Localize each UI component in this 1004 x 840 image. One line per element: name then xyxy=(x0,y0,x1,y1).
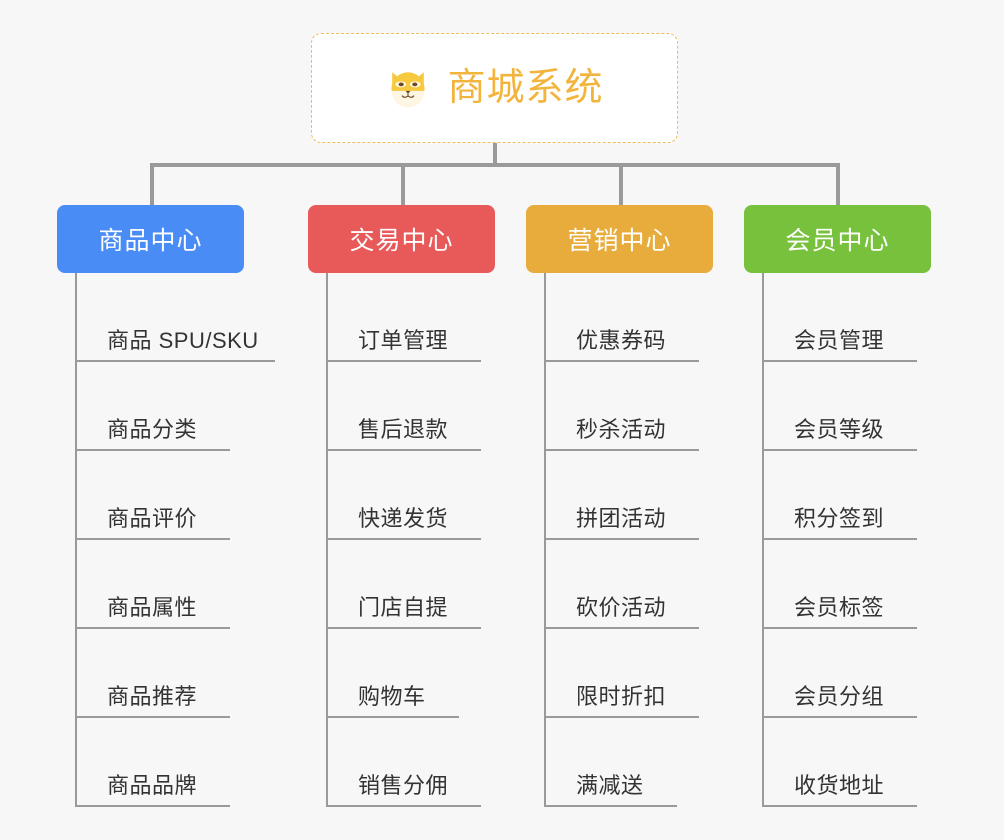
branch-trunk xyxy=(75,273,77,807)
leaf-label: 收货地址 xyxy=(794,772,885,798)
leaf-label: 销售分佣 xyxy=(358,772,449,798)
leaf-label: 拼团活动 xyxy=(576,505,667,531)
category-header-0[interactable]: 商品中心 xyxy=(57,205,244,273)
leaf-label: 满减送 xyxy=(576,772,644,798)
leaf-label: 商品 SPU/SKU xyxy=(107,327,259,353)
leaf-item[interactable]: 会员等级 xyxy=(762,362,917,451)
leaf-item[interactable]: 订单管理 xyxy=(326,273,481,362)
leaf-label: 优惠券码 xyxy=(576,327,667,353)
leaf-item[interactable]: 收货地址 xyxy=(762,718,917,807)
category-header-2[interactable]: 营销中心 xyxy=(526,205,713,273)
category-header-label: 营销中心 xyxy=(567,227,672,255)
leaf-item[interactable]: 商品属性 xyxy=(75,540,230,629)
connector-drop-4 xyxy=(836,163,840,207)
leaf-item[interactable]: 门店自提 xyxy=(326,540,481,629)
leaf-label: 订单管理 xyxy=(358,327,449,353)
leaf-label: 砍价活动 xyxy=(576,594,667,620)
branch-trunk xyxy=(326,273,328,807)
leaf-item[interactable]: 商品分类 xyxy=(75,362,230,451)
leaf-item[interactable]: 商品 SPU/SKU xyxy=(75,273,275,362)
leaf-label: 商品推荐 xyxy=(107,683,198,709)
shiba-dog-face-icon xyxy=(391,72,426,108)
leaf-item[interactable]: 商品评价 xyxy=(75,451,230,540)
category-header-label: 会员中心 xyxy=(785,227,890,255)
branch-trunk xyxy=(762,273,764,807)
leaf-item[interactable]: 商品推荐 xyxy=(75,629,230,718)
root-title: 商城系统 xyxy=(447,67,604,109)
connector-root-stem xyxy=(493,143,497,165)
connector-horizontal-bus xyxy=(150,163,840,167)
leaf-item[interactable]: 售后退款 xyxy=(326,362,481,451)
category-header-1[interactable]: 交易中心 xyxy=(308,205,495,273)
leaf-item[interactable]: 会员标签 xyxy=(762,540,917,629)
category-header-label: 交易中心 xyxy=(349,227,454,255)
category-header-3[interactable]: 会员中心 xyxy=(744,205,931,273)
leaf-item[interactable]: 秒杀活动 xyxy=(544,362,699,451)
leaf-item[interactable]: 快递发货 xyxy=(326,451,481,540)
leaf-label: 售后退款 xyxy=(358,416,449,442)
leaf-label: 门店自提 xyxy=(358,594,449,620)
leaf-label: 商品属性 xyxy=(107,594,198,620)
leaf-item[interactable]: 购物车 xyxy=(326,629,459,718)
leaf-label: 商品分类 xyxy=(107,416,198,442)
connector-drop-2 xyxy=(401,163,405,207)
leaf-item[interactable]: 商品品牌 xyxy=(75,718,230,807)
leaf-item[interactable]: 销售分佣 xyxy=(326,718,481,807)
category-header-label: 商品中心 xyxy=(98,227,203,255)
leaf-item[interactable]: 积分签到 xyxy=(762,451,917,540)
leaf-item[interactable]: 会员管理 xyxy=(762,273,917,362)
leaf-label: 会员分组 xyxy=(794,683,885,709)
connector-drop-3 xyxy=(619,163,623,207)
leaf-item[interactable]: 会员分组 xyxy=(762,629,917,718)
branch-trunk xyxy=(544,273,546,807)
leaf-label: 积分签到 xyxy=(794,505,885,531)
leaf-item[interactable]: 拼团活动 xyxy=(544,451,699,540)
connector-drop-1 xyxy=(150,163,154,207)
leaf-label: 限时折扣 xyxy=(576,683,667,709)
leaf-label: 会员标签 xyxy=(794,594,885,620)
leaf-label: 商品品牌 xyxy=(107,772,198,798)
leaf-item[interactable]: 限时折扣 xyxy=(544,629,699,718)
leaf-label: 会员管理 xyxy=(794,327,885,353)
leaf-label: 快递发货 xyxy=(358,505,449,531)
leaf-item[interactable]: 满减送 xyxy=(544,718,677,807)
leaf-label: 购物车 xyxy=(358,683,426,709)
leaf-item[interactable]: 优惠券码 xyxy=(544,273,699,362)
leaf-label: 商品评价 xyxy=(107,505,198,531)
root-node[interactable]: 商城系统 xyxy=(311,33,678,143)
leaf-item[interactable]: 砍价活动 xyxy=(544,540,699,629)
leaf-label: 秒杀活动 xyxy=(576,416,667,442)
leaf-label: 会员等级 xyxy=(794,416,885,442)
